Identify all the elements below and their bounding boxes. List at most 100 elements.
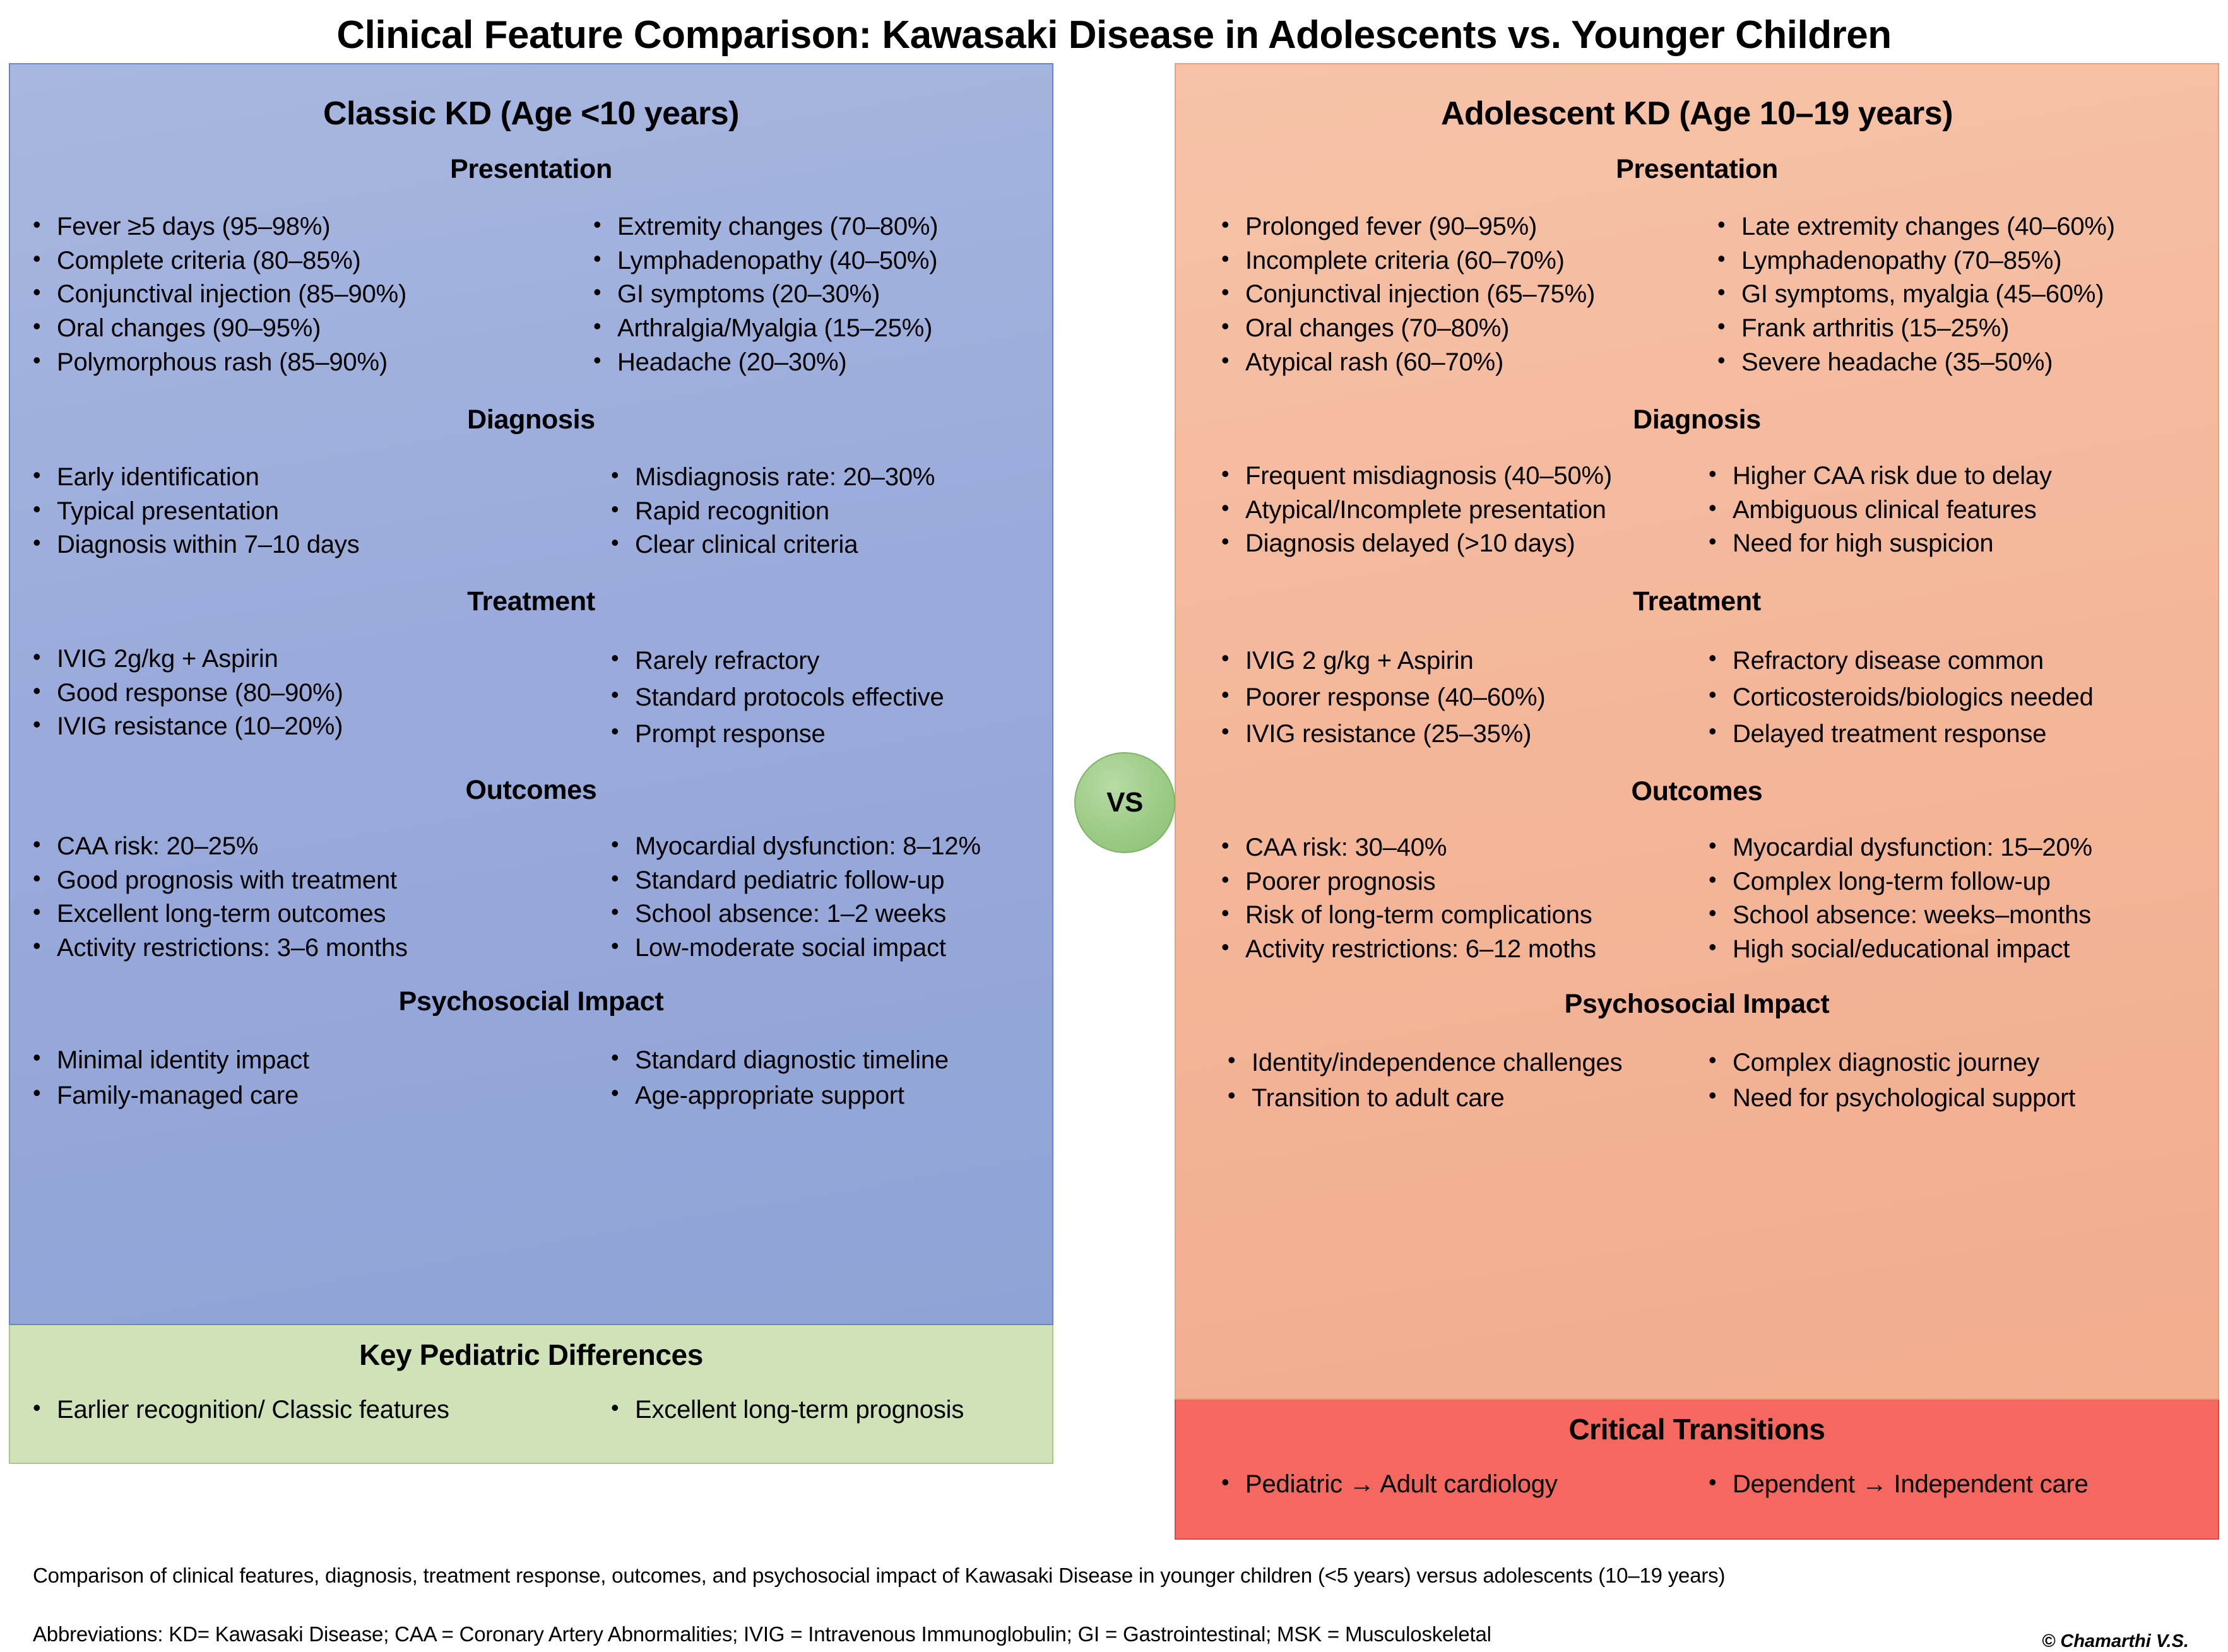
list-item: Early identification [24, 460, 566, 495]
list-item: School absence: 1–2 weeks [602, 897, 1033, 931]
list-item: Myocardial dysfunction: 15–20% [1700, 830, 2186, 865]
left-outcomes-list-b: Myocardial dysfunction: 8–12% Standard p… [602, 829, 1033, 965]
list-item: Activity restrictions: 6–12 moths [1212, 932, 1700, 967]
list-item: Diagnosis within 7–10 days [24, 528, 566, 562]
right-treatment-list-a: IVIG 2 g/kg + Aspirin Poorer response (4… [1212, 642, 1700, 752]
right-psychosocial-heading: Psychosocial Impact [1564, 989, 1830, 1020]
left-treatment-list-a: IVIG 2g/kg + Aspirin Good response (80–9… [24, 642, 566, 744]
page-title: Clinical Feature Comparison: Kawasaki Di… [336, 13, 1892, 57]
list-item: Clear clinical criteria [602, 528, 1033, 562]
critical-transitions-list-b: Dependent → Independent care [1700, 1467, 2186, 1502]
comparison-panels: Classic KD (Age <10 years) Presentation … [0, 63, 2228, 1540]
list-item: Misdiagnosis rate: 20–30% [602, 460, 1033, 495]
list-item: Prompt response [602, 715, 1033, 752]
list-item: Typical presentation [24, 494, 566, 529]
list-item: Lymphadenopathy (40–50%) [584, 244, 1033, 278]
list-item: IVIG 2g/kg + Aspirin [24, 642, 566, 676]
list-item: Frequent misdiagnosis (40–50%) [1212, 459, 1700, 493]
list-item: Need for high suspicion [1700, 526, 2186, 561]
right-diagnosis-list-a: Frequent misdiagnosis (40–50%) Atypical/… [1212, 459, 1700, 561]
list-item: Pediatric → Adult cardiology [1212, 1467, 1700, 1502]
list-item: Transition to adult care [1219, 1080, 1700, 1116]
list-item: Atypical rash (60–70%) [1212, 345, 1700, 380]
list-item: Prolonged fever (90–95%) [1212, 209, 1700, 244]
left-section-diagnosis: Diagnosis Early identification Typical p… [10, 404, 1052, 562]
left-diagnosis-list-a: Early identification Typical presentatio… [24, 460, 566, 562]
critical-transitions-strip: Critical Transitions Pediatric → Adult c… [1175, 1400, 2219, 1540]
list-item: GI symptoms (20–30%) [584, 277, 1033, 312]
list-item: Poorer prognosis [1212, 864, 1700, 899]
list-item: IVIG 2 g/kg + Aspirin [1212, 642, 1700, 679]
right-section-presentation: Presentation Prolonged fever (90–95%) In… [1176, 154, 2218, 379]
list-item: IVIG resistance (25–35%) [1212, 715, 1700, 752]
list-item: Activity restrictions: 3–6 months [24, 931, 566, 965]
list-item: CAA risk: 30–40% [1212, 830, 1700, 865]
list-item: Excellent long-term prognosis [602, 1393, 1033, 1427]
list-item: Complex long-term follow-up [1700, 864, 2186, 899]
left-diagnosis-list-b: Misdiagnosis rate: 20–30% Rapid recognit… [602, 460, 1033, 562]
key-pediatric-differences-list-b: Excellent long-term prognosis [602, 1393, 1033, 1427]
left-section-presentation: Presentation Fever ≥5 days (95–98%) Comp… [10, 154, 1052, 379]
left-section-psychosocial: Psychosocial Impact Minimal identity imp… [10, 986, 1052, 1113]
list-item: Need for psychological support [1700, 1080, 2186, 1116]
list-item: Delayed treatment response [1700, 715, 2186, 752]
adolescent-kd-heading: Adolescent KD (Age 10–19 years) [1440, 95, 1953, 133]
list-item: Refractory disease common [1700, 642, 2186, 679]
list-item: Diagnosis delayed (>10 days) [1212, 526, 1700, 561]
list-item: Complex diagnostic journey [1700, 1044, 2186, 1080]
right-presentation-heading: Presentation [1616, 154, 1778, 185]
right-outcomes-list-a: CAA risk: 30–40% Poorer prognosis Risk o… [1212, 830, 1700, 967]
list-item: Excellent long-term outcomes [24, 897, 566, 931]
list-item: Myocardial dysfunction: 8–12% [602, 829, 1033, 864]
list-item: Poorer response (40–60%) [1212, 678, 1700, 716]
list-item: CAA risk: 20–25% [24, 829, 566, 864]
list-item: Incomplete criteria (60–70%) [1212, 244, 1700, 278]
classic-kd-heading: Classic KD (Age <10 years) [323, 95, 740, 133]
list-item: Age-appropriate support [602, 1077, 1033, 1113]
list-item: Rarely refractory [602, 642, 1033, 679]
list-item: Rapid recognition [602, 494, 1033, 529]
left-treatment-heading: Treatment [467, 586, 595, 617]
list-item: Standard protocols effective [602, 678, 1033, 716]
adolescent-kd-panel: Adolescent KD (Age 10–19 years) Presenta… [1175, 63, 2219, 1540]
right-psychosocial-list-a: Identity/independence challenges Transit… [1219, 1044, 1700, 1116]
left-section-outcomes: Outcomes CAA risk: 20–25% Good prognosis… [10, 775, 1052, 965]
list-item: Higher CAA risk due to delay [1700, 459, 2186, 493]
list-item: Standard pediatric follow-up [602, 863, 1033, 898]
list-item: Identity/independence challenges [1219, 1044, 1700, 1080]
figure-captions: Comparison of clinical features, diagnos… [0, 1540, 2228, 1651]
key-pediatric-differences-heading: Key Pediatric Differences [359, 1338, 703, 1372]
right-treatment-heading: Treatment [1633, 586, 1761, 617]
list-item: Risk of long-term complications [1212, 898, 1700, 933]
vs-badge: VS [1074, 752, 1175, 854]
right-section-outcomes: Outcomes CAA risk: 30–40% Poorer prognos… [1176, 776, 2218, 966]
left-presentation-list-b: Extremity changes (70–80%) Lymphadenopat… [584, 209, 1033, 379]
list-item: Ambiguous clinical features [1700, 493, 2186, 528]
list-item: Standard diagnostic timeline [602, 1042, 1033, 1078]
adolescent-kd-panel-body: Adolescent KD (Age 10–19 years) Presenta… [1175, 63, 2219, 1400]
list-item: Extremity changes (70–80%) [584, 209, 1033, 244]
right-outcomes-list-b: Myocardial dysfunction: 15–20% Complex l… [1700, 830, 2186, 966]
right-diagnosis-heading: Diagnosis [1633, 404, 1761, 435]
list-item: Conjunctival injection (85–90%) [24, 277, 566, 312]
list-item: Frank arthritis (15–25%) [1709, 311, 2186, 346]
critical-transitions-heading: Critical Transitions [1568, 1413, 1825, 1446]
right-outcomes-heading: Outcomes [1631, 776, 1763, 806]
classic-kd-panel: Classic KD (Age <10 years) Presentation … [9, 63, 1053, 1465]
left-presentation-heading: Presentation [450, 154, 612, 185]
list-item: Lymphadenopathy (70–85%) [1709, 244, 2186, 278]
list-item: Atypical/Incomplete presentation [1212, 493, 1700, 528]
list-item: Polymorphous rash (85–90%) [24, 345, 566, 380]
left-psychosocial-list-a: Minimal identity impact Family-managed c… [24, 1042, 566, 1113]
classic-kd-panel-body: Classic KD (Age <10 years) Presentation … [9, 63, 1053, 1326]
list-item: Complete criteria (80–85%) [24, 244, 566, 278]
list-item: Arthralgia/Myalgia (15–25%) [584, 311, 1033, 346]
right-section-psychosocial: Psychosocial Impact Identity/independenc… [1176, 989, 2218, 1116]
left-section-treatment: Treatment IVIG 2g/kg + Aspirin Good resp… [10, 586, 1052, 752]
copyright-notice: © Chamarthi V.S. [2041, 1631, 2189, 1651]
abbreviations-line: Abbreviations: KD= Kawasaki Disease; CAA… [33, 1622, 1491, 1646]
left-psychosocial-list-b: Standard diagnostic timeline Age-appropr… [602, 1042, 1033, 1113]
left-treatment-list-b: Rarely refractory Standard protocols eff… [602, 642, 1033, 752]
list-item: Oral changes (90–95%) [24, 311, 566, 346]
right-diagnosis-list-b: Higher CAA risk due to delay Ambiguous c… [1700, 459, 2186, 561]
